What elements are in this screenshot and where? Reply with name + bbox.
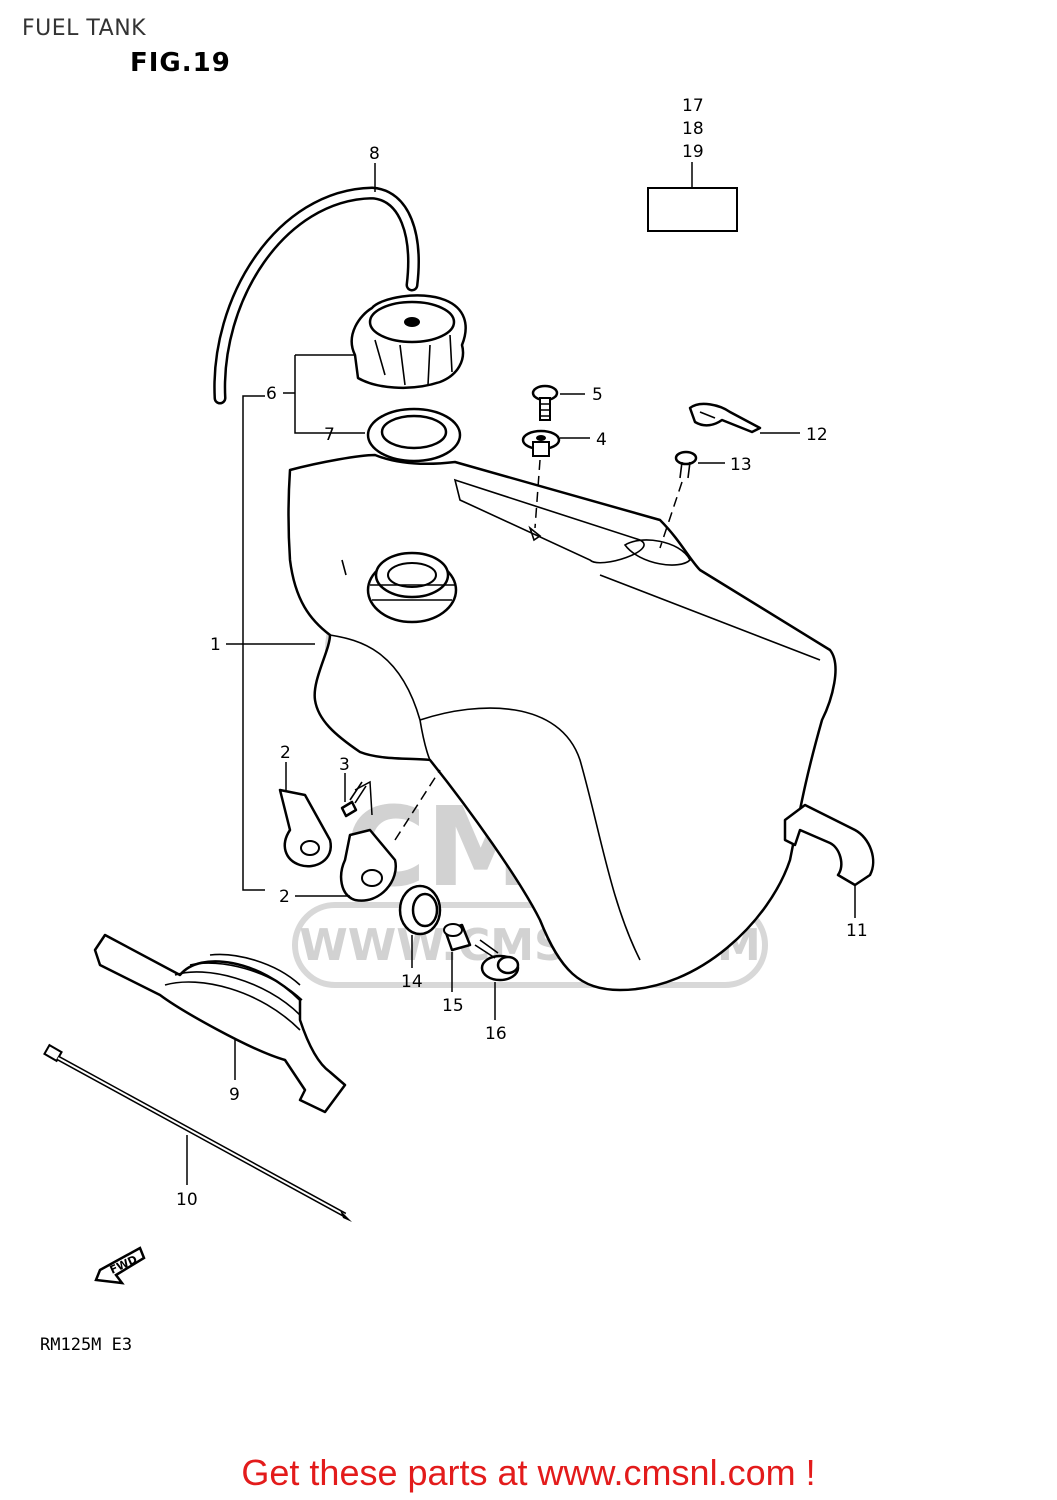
- callout-2-lower: 2: [279, 887, 290, 907]
- bracket-bolt: [340, 781, 367, 818]
- small-screw: [674, 450, 698, 479]
- tank-bracket-lower: [339, 828, 398, 902]
- hose-clip: [688, 402, 762, 434]
- side-cushion: [783, 803, 875, 887]
- callout-13: 13: [730, 455, 752, 475]
- leader-lines: [186, 163, 856, 1185]
- callout-12: 12: [806, 425, 828, 445]
- grommet: [398, 884, 442, 936]
- callout-11: 11: [846, 921, 868, 941]
- section-title: FUEL TANK: [22, 16, 147, 41]
- callout-18: 18: [682, 119, 704, 139]
- cable-tie: [43, 1043, 352, 1222]
- callouts: 1 2 2 3 4 5 6 7 8 9 10 11 12 13 14 15 16…: [176, 96, 868, 1210]
- callout-8: 8: [369, 144, 380, 164]
- fuel-cap: [350, 294, 467, 390]
- figure-label: FIG.19: [130, 48, 231, 78]
- label-plate: [647, 187, 738, 232]
- callout-15: 15: [442, 996, 464, 1016]
- callout-4: 4: [596, 430, 607, 450]
- callout-6: 6: [266, 384, 277, 404]
- callout-19: 19: [682, 142, 704, 162]
- callout-9: 9: [229, 1085, 240, 1105]
- callout-5: 5: [592, 385, 603, 405]
- footer-cta: Get these parts at www.cmsnl.com !: [0, 1452, 1057, 1494]
- tank-strap: [93, 933, 347, 1114]
- callout-3: 3: [339, 755, 350, 775]
- tank-bolt: [531, 384, 559, 421]
- forward-arrow-icon: FWD: [94, 1246, 146, 1285]
- collar: [443, 923, 472, 952]
- callout-14: 14: [401, 972, 423, 992]
- callout-2-upper: 2: [280, 743, 291, 763]
- callout-16: 16: [485, 1024, 507, 1044]
- mounting-bolt: [474, 939, 520, 982]
- fuel-tank: [287, 453, 837, 992]
- model-code: RM125M E3: [40, 1335, 133, 1355]
- cta-link[interactable]: Get these parts at www.cmsnl.com !: [241, 1452, 816, 1493]
- callout-17: 17: [682, 96, 704, 116]
- callout-1: 1: [210, 635, 221, 655]
- callout-7: 7: [324, 425, 335, 445]
- tank-cushion: [521, 429, 561, 457]
- cap-gasket: [366, 407, 462, 463]
- tank-bracket-upper: [278, 788, 333, 868]
- callout-10: 10: [176, 1190, 198, 1210]
